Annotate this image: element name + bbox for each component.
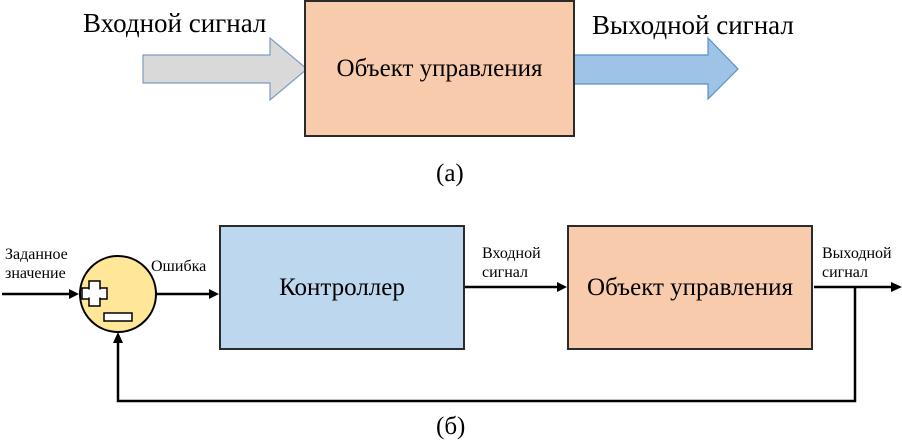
- caption-a: (а): [436, 160, 464, 187]
- plus-sign-icon: [81, 280, 108, 307]
- controller-output-label-line1: Входной: [482, 245, 541, 262]
- input-signal-label: Входной сигнал: [83, 8, 267, 38]
- input-signal-arrow: [142, 36, 308, 102]
- plant-block-b: Объект управления: [567, 225, 813, 350]
- system-output-arrowhead: [891, 282, 902, 292]
- controller-block: Контроллер: [219, 225, 465, 350]
- error-label: Ошибка: [151, 258, 207, 275]
- system-output-label-line2: сигнал: [822, 264, 869, 281]
- feedback-arrowhead: [113, 332, 123, 343]
- setpoint-label: Заданное значение: [5, 245, 68, 283]
- system-output-label-line1: Выходной: [822, 245, 892, 262]
- setpoint-arrowhead: [69, 289, 79, 299]
- output-signal-label: Выходной сигнал: [592, 10, 794, 40]
- plant-block-a: Объект управления: [304, 0, 575, 137]
- output-signal-arrow: [573, 36, 739, 101]
- caption-b: (б): [436, 413, 466, 440]
- setpoint-label-line2: значение: [5, 265, 66, 282]
- signal-lines: [2, 285, 893, 403]
- controller-block-label: Контроллер: [279, 273, 405, 301]
- controller-output-label: Входной сигнал: [482, 244, 541, 282]
- plant-block-b-label: Объект управления: [587, 273, 793, 301]
- error-arrowhead: [209, 289, 219, 299]
- minus-sign-icon: [103, 312, 133, 322]
- controller-output-label-line2: сигнал: [482, 264, 529, 281]
- system-output-label: Выходной сигнал: [822, 244, 892, 282]
- summing-junction: [79, 255, 157, 333]
- arrowheads: [69, 282, 902, 343]
- setpoint-label-line1: Заданное: [5, 246, 68, 263]
- controller-output-arrowhead: [557, 282, 567, 292]
- plant-block-a-label: Объект управления: [336, 54, 543, 82]
